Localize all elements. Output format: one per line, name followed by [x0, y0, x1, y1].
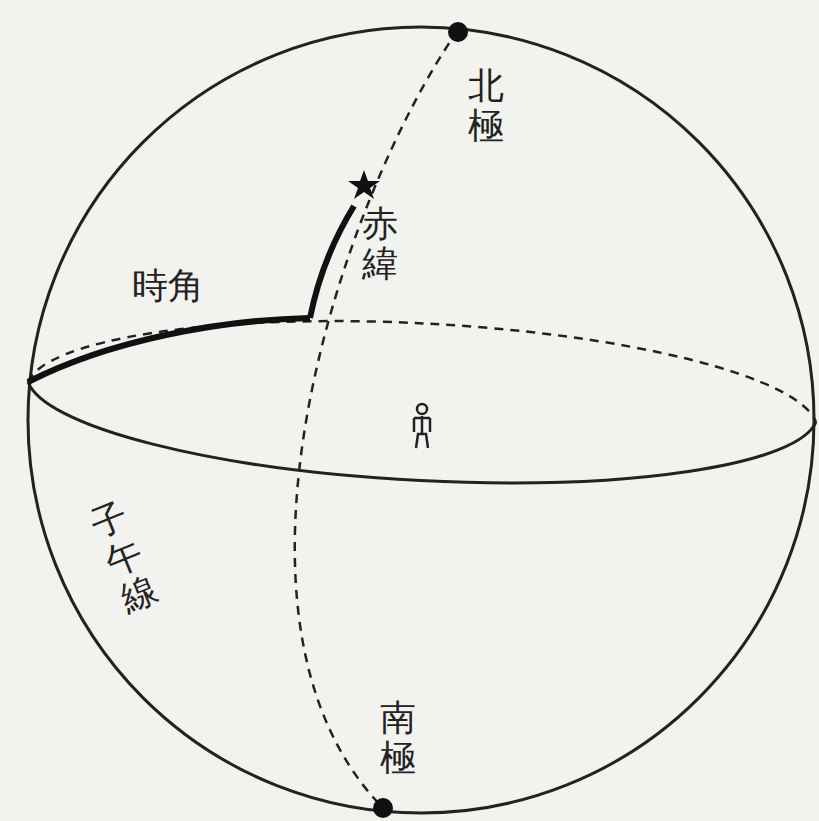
hour-angle-label: 時角: [132, 262, 204, 311]
sphere-outline: [28, 27, 814, 813]
declination-label: 赤緯: [362, 204, 398, 283]
hour-angle-arc: [28, 318, 310, 382]
pole-label: 南極: [380, 698, 416, 777]
observer-figure: [414, 404, 430, 448]
meridian-label: 子午線: [85, 495, 163, 619]
star: [348, 170, 380, 199]
pole-label: 北極: [468, 66, 504, 145]
south-pole-dot: [373, 798, 393, 818]
hour-circle: [295, 30, 458, 808]
equator-front: [28, 382, 816, 483]
north-pole-dot: [448, 22, 468, 42]
declination-arc: [310, 206, 354, 318]
equator-back: [28, 321, 816, 422]
